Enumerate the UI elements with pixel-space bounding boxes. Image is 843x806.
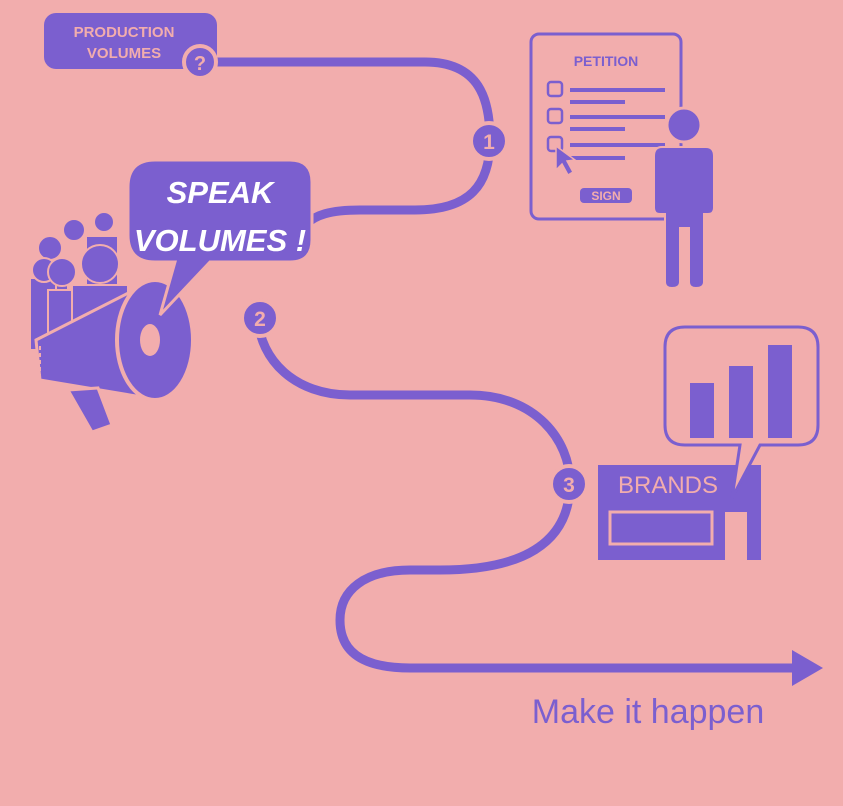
checkbox-icon — [546, 135, 564, 153]
person-icon — [653, 106, 715, 290]
petition-title: PETITION — [574, 53, 639, 69]
make-it-happen-text: Make it happen — [532, 693, 765, 731]
step-number: 1 — [483, 131, 495, 154]
chart-bar-3 — [768, 345, 792, 438]
journey-path — [210, 57, 495, 230]
journey-path-lower — [253, 313, 805, 673]
step-badge-2: 2 — [240, 298, 280, 338]
production-volumes-label: PRODUCTION VOLUMES ? — [44, 13, 218, 80]
chart-bar-2 — [729, 366, 753, 438]
chart-bubble — [663, 325, 820, 499]
sign-button[interactable] — [580, 188, 632, 203]
speech-bubble: SPEAK VOLUMES ! — [126, 158, 314, 317]
checkbox-icon — [546, 107, 564, 125]
chart-bar-1 — [690, 383, 714, 438]
step-number: 3 — [563, 474, 575, 497]
step-badge-1: 1 — [469, 121, 509, 161]
brands-label: BRANDS — [618, 472, 718, 499]
bar-chart-icon — [690, 345, 792, 438]
question-icon — [182, 44, 218, 80]
speech-line-1: SPEAK — [167, 175, 276, 210]
label-line-2: VOLUMES — [87, 45, 161, 62]
speech-line-2: VOLUMES ! — [134, 223, 306, 258]
label-line-1: PRODUCTION — [74, 24, 175, 41]
megaphone-icon — [34, 278, 195, 434]
step-number: 2 — [254, 308, 266, 331]
step-badge-3: 3 — [549, 464, 589, 504]
cursor-icon — [555, 144, 577, 177]
arrow-icon — [792, 650, 823, 686]
question-badge: ? — [194, 53, 206, 75]
checkbox-icon — [546, 80, 564, 98]
sign-button-label: SIGN — [591, 189, 620, 203]
